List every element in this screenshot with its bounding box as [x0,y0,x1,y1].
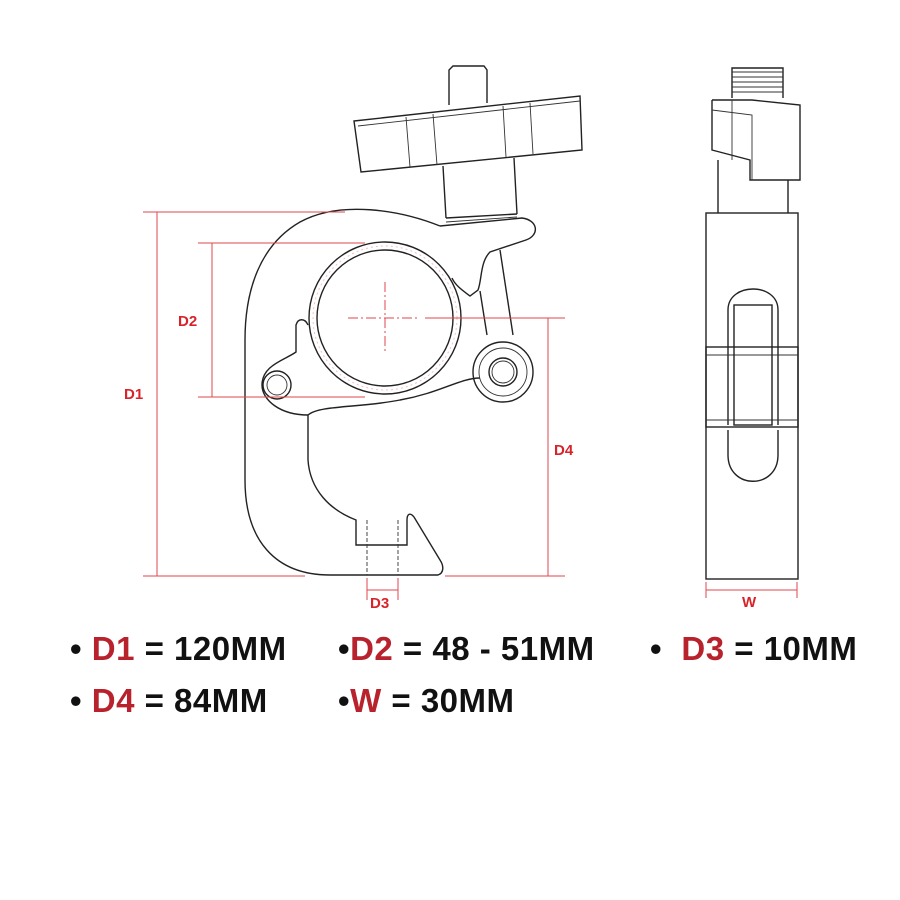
bullet: • [70,682,83,719]
spec-value: = 84MM [144,682,268,719]
dimension-d1: D1 [124,211,345,577]
spec-key: D2 [350,630,394,667]
dimension-w: W [705,582,798,611]
dimension-d4: D4 [425,317,574,577]
spec-value: = 120MM [144,630,287,667]
spec-d4: • D4 = 84MM [70,682,268,720]
spec-value: = 10MM [734,630,858,667]
spec-key: D4 [91,682,135,719]
wing-knob [353,65,583,223]
spec-d1: • D1 = 120MM [70,630,287,668]
svg-text:D2: D2 [178,313,197,330]
bullet: • [338,682,351,719]
bullet: • [650,630,663,667]
spec-key: D1 [91,630,135,667]
dimension-d3: D3 [366,578,399,612]
tube-centerline [348,282,420,354]
svg-text:D1: D1 [124,386,143,403]
svg-text:W: W [742,594,757,611]
spec-value: = 30MM [391,682,515,719]
dimension-d2: D2 [178,242,365,398]
bullet: • [70,630,83,667]
bullet: • [338,630,351,667]
spec-key: W [350,682,382,719]
svg-text:D3: D3 [370,595,389,612]
spec-w: •W = 30MM [338,682,515,720]
svg-text:D4: D4 [554,442,574,459]
spec-d3: • D3 = 10MM [650,630,857,668]
clamp-side-view [705,67,801,580]
clamp-body [244,208,536,576]
spec-d2: •D2 = 48 - 51MM [338,630,595,668]
spec-key: D3 [681,630,725,667]
spec-value: = 48 - 51MM [402,630,595,667]
